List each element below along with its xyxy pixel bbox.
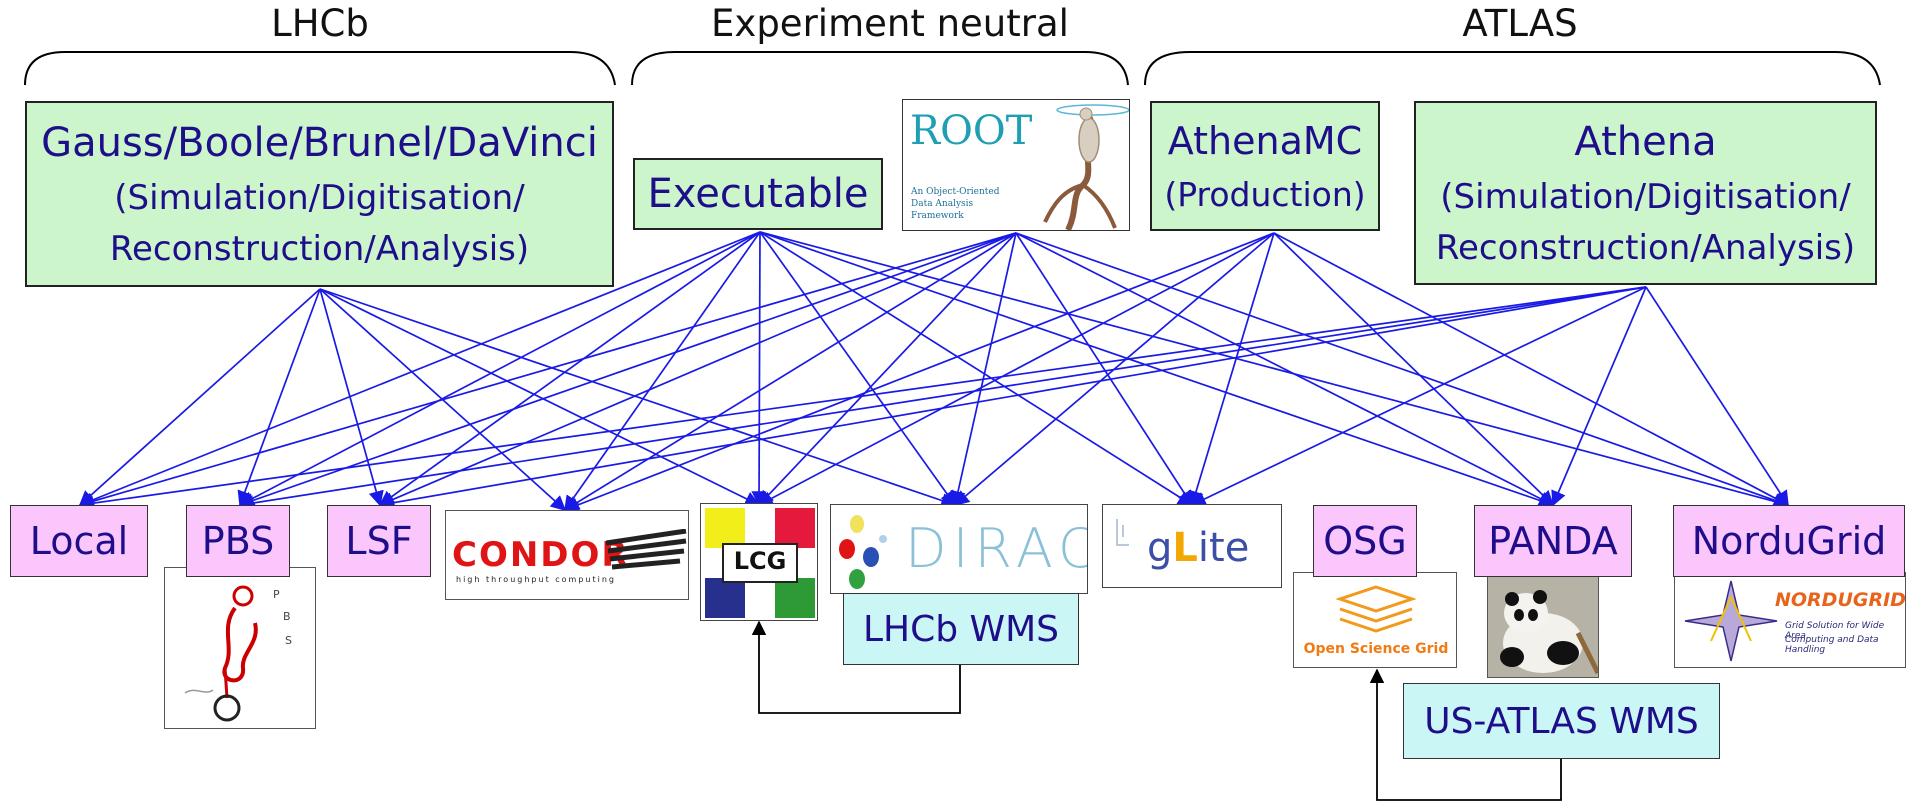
- arrow-exe-to-glite: [759, 231, 1194, 506]
- arrow-root-to-local: [78, 232, 1017, 509]
- panda-photo-box: [1487, 572, 1599, 678]
- arrow-athena-to-pbs: [238, 286, 1647, 511]
- lcg-grid-icon: [705, 508, 815, 618]
- condor-logo-box: CONDOR high throughput computing: [445, 510, 689, 600]
- app-athenamc-box: AthenaMC (Production): [1150, 101, 1380, 231]
- arrow-root-to-pbs: [238, 232, 1017, 508]
- arrow-exe-to-pbs: [238, 231, 761, 506]
- glite-l: L: [1172, 525, 1198, 571]
- app-gauss-line3: Reconstruction/Analysis): [109, 229, 530, 269]
- arrow-root-to-lsf: [378, 232, 1017, 507]
- arrow-exe-to-lcg: [751, 231, 767, 507]
- pbs-juggler-icon: P B S: [184, 585, 292, 722]
- nordugrid-logo-tag2: Computing and Data Handling: [1785, 635, 1879, 655]
- arrow-root-to-condor: [563, 232, 1017, 511]
- arrow-athena-to-nordu: [1645, 286, 1789, 507]
- nordugrid-logo-tag1: Grid Solution for Wide Area: [1785, 621, 1885, 641]
- glite-circuit-icon: [1116, 519, 1129, 546]
- arrow-athena-to-local: [78, 286, 1647, 511]
- glite-g: g: [1147, 525, 1173, 571]
- arrow-gauss-to-dirac: [319, 288, 957, 508]
- app-athena-title: Athena: [1574, 119, 1717, 165]
- backend-panda: PANDA: [1474, 505, 1632, 577]
- arrow-group: [78, 231, 1790, 513]
- dirac-logo-box: DIRAC: [830, 504, 1088, 594]
- arrow-amc-to-lcg: [757, 232, 1275, 506]
- backend-osg: OSG: [1313, 505, 1417, 577]
- arrow-root-to-glite: [1015, 232, 1193, 507]
- arrow-exe-to-nordu: [759, 231, 1790, 509]
- header-experiment-neutral: Experiment neutral: [711, 2, 1069, 45]
- feedback-arrow-usatlas: [1369, 668, 1562, 801]
- arrow-exe-to-panda: [759, 231, 1555, 508]
- brace-atlas: [1144, 51, 1881, 86]
- arrow-athena-to-glite: [1190, 286, 1647, 506]
- app-athenamc-subtitle: (Production): [1164, 174, 1366, 214]
- nordugrid-logo-box: NORDUGRID Grid Solution for Wide Area Co…: [1674, 572, 1906, 668]
- app-athena-line3: Reconstruction/Analysis): [1435, 228, 1856, 268]
- header-lhcb: LHCb: [271, 2, 369, 45]
- glite-logo-box: gLite: [1102, 504, 1282, 588]
- backend-lsf: LSF: [327, 505, 431, 577]
- arrow-root-to-panda: [1015, 232, 1555, 506]
- app-athena-line2: (Simulation/Digitisation/: [1440, 177, 1851, 217]
- arrow-exe-to-local: [78, 231, 761, 507]
- condor-logo-text: CONDOR: [452, 535, 630, 575]
- arrow-amc-to-condor: [563, 232, 1275, 513]
- condor-logo-tagline: high throughput computing: [456, 575, 616, 584]
- app-gauss-line2: (Simulation/Digitisation/: [114, 178, 525, 218]
- backend-nordugrid: NorduGrid: [1673, 505, 1905, 577]
- root-logo-subtitle: An Object-Oriented Data Analysis Framewo…: [911, 187, 1000, 221]
- glite-rest: ite: [1197, 525, 1250, 571]
- app-athena-box: Athena (Simulation/Digitisation/ Reconst…: [1414, 101, 1877, 285]
- osg-layers-icon: [1336, 585, 1416, 633]
- lcg-logo-text: LCG: [733, 547, 787, 575]
- svg-text:S: S: [285, 634, 292, 647]
- app-gauss-box: Gauss/Boole/Brunel/DaVinci (Simulation/D…: [25, 101, 614, 287]
- svg-text:B: B: [283, 610, 291, 623]
- pbs-logo-box: P B S: [164, 567, 316, 729]
- usatlas-wms-box: US-ATLAS WMS: [1403, 683, 1720, 759]
- lcg-logo-box: LCG: [700, 503, 818, 621]
- arrow-gauss-to-pbs: [237, 288, 321, 507]
- arrow-athena-to-lsf: [378, 286, 1647, 511]
- backend-pbs: PBS: [186, 505, 290, 577]
- dirac-logo-text: DIRAC: [905, 517, 1088, 580]
- app-athenamc-title: AthenaMC: [1167, 118, 1363, 163]
- backend-local: Local: [10, 505, 148, 577]
- osg-logo-text: Open Science Grid: [1303, 641, 1449, 657]
- brace-lhcb: [24, 51, 616, 86]
- arrow-exe-to-lsf: [378, 231, 761, 506]
- header-atlas: ATLAS: [1462, 2, 1578, 45]
- arrow-exe-to-dirac: [759, 231, 956, 507]
- osg-logo-box: Open Science Grid: [1293, 572, 1457, 668]
- nordugrid-logo-text: NORDUGRID: [1775, 589, 1906, 611]
- arrow-amc-to-nordu: [1273, 232, 1790, 506]
- arrow-gauss-to-local: [78, 288, 321, 507]
- root-logo-box: ROOT An Object-Oriented Data Analysis Fr…: [902, 99, 1130, 231]
- arrow-root-to-lcg: [757, 232, 1017, 507]
- nordugrid-star-icon: [1684, 580, 1778, 662]
- brace-neutral: [631, 51, 1129, 86]
- app-executable-label: Executable: [647, 171, 869, 217]
- arrow-root-to-nordu: [1015, 232, 1790, 508]
- feedback-arrow-lhcb: [751, 620, 961, 714]
- glite-logo-text: gLite: [1147, 525, 1249, 571]
- arrow-exe-to-condor: [564, 231, 761, 512]
- dirac-molecule-icon: [839, 515, 887, 589]
- arrow-athena-to-panda: [1551, 286, 1647, 507]
- svg-text:P: P: [273, 588, 280, 601]
- lhcb-wms-box: LHCb WMS: [843, 593, 1079, 665]
- arrow-amc-to-glite: [1188, 232, 1275, 507]
- app-executable-box: Executable: [633, 158, 883, 230]
- panda-photo-icon: [1488, 573, 1598, 677]
- arrow-amc-to-panda: [1273, 232, 1555, 507]
- arrow-root-to-dirac: [950, 232, 1017, 507]
- arrow-gauss-to-lcg: [319, 288, 761, 506]
- app-gauss-title: Gauss/Boole/Brunel/DaVinci: [41, 120, 598, 166]
- condor-wing-icon: [606, 529, 687, 570]
- root-logo-title: ROOT: [910, 108, 1033, 154]
- root-figure-icon: [1043, 104, 1129, 230]
